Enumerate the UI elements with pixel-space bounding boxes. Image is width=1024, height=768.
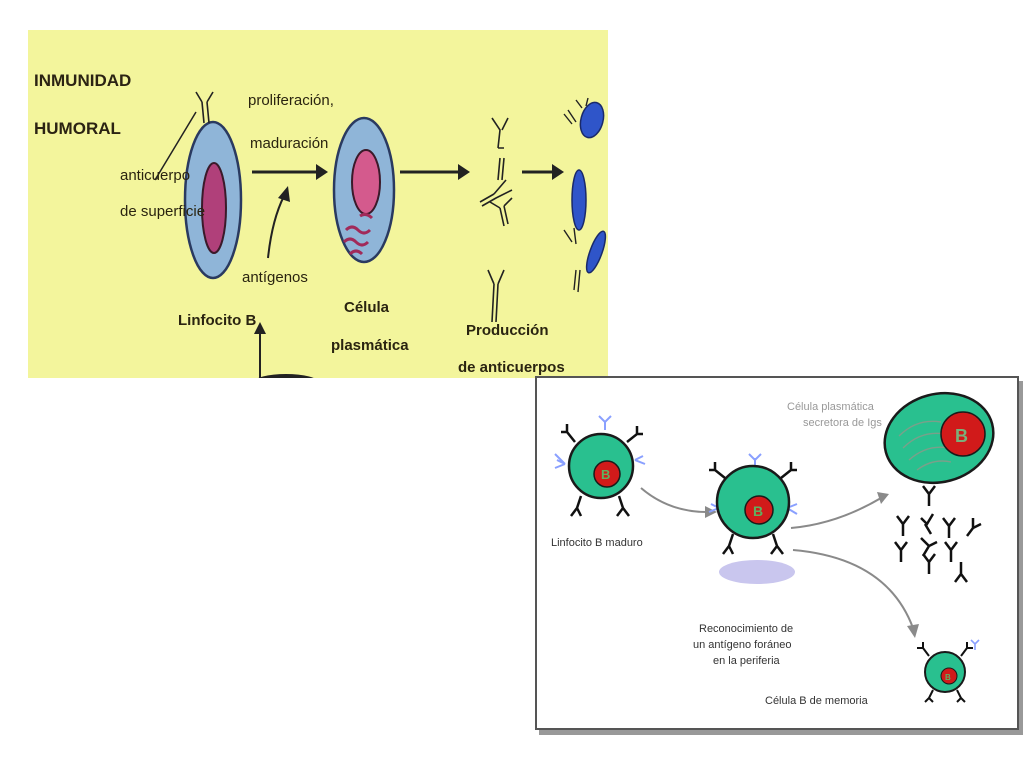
b-lymphocyte [154,91,243,280]
label-surface-antibody-2: de superficie [120,203,205,220]
mature-b-cell-nucleus [593,460,621,488]
label-plasma-secretor-1: Célula plasmática [787,401,875,413]
humoral-immunity-diagram: INMUNIDAD HUMORAL anticuerpo de superfic… [28,30,608,378]
title-line1: INMUNIDAD [34,71,131,90]
antibodies-icon [479,117,513,323]
bottom-up-arrow [254,322,266,378]
partial-cell-shadow [258,374,314,378]
label-proliferation-2: maduración [250,135,328,152]
b-cell-activation-svg: B Linfocito B maduro B [551,391,995,707]
antigen-receptor-icons [554,415,646,469]
secreted-antibodies-icon [894,485,982,583]
bacteria-icon [563,97,607,293]
label-production-2: de anticuerpos [458,359,565,376]
plasma-cell-nucleus [351,149,381,215]
activated-b-cell-nucleus [744,495,774,525]
plasma-cell [332,116,396,264]
b-cell-activation-diagram: B Linfocito B maduro B [535,376,1019,730]
proliferation-arrow [252,164,328,180]
label-antigens: antígenos [242,269,308,286]
title-line2: HUMORAL [34,119,121,138]
memory-b-cell: B [917,639,980,703]
memory-b-cell-nucleus [940,667,958,685]
b-lymphocyte-nucleus [201,162,227,254]
surface-antibody-pointer [154,111,197,181]
memory-arrow [792,549,919,638]
label-surface-antibody-1: anticuerpo [120,167,190,184]
humoral-immunity-svg: INMUNIDAD HUMORAL anticuerpo de superfic… [34,71,607,378]
antigen-arrow [267,186,290,259]
mature-b-antibody-icons [561,424,643,517]
label-proliferation-1: proliferación, [248,92,334,109]
label-recognition-2: un antígeno foráneo [693,639,791,651]
surface-antibody-icon [195,91,214,124]
activated-b-cell-letter: B [753,503,763,519]
label-b-cell: Linfocito B [178,312,256,329]
mature-b-cell: B [554,415,646,517]
label-recognition-1: Reconocimiento de [699,623,793,635]
activated-b-cell: B [708,453,798,584]
plasma-cell-secretor-nucleus [940,411,986,457]
activated-b-antibody-icons [709,462,797,555]
differentiation-arrow [790,492,889,529]
plasma-cell-letter: B [955,426,968,446]
label-plasma-1: Célula [344,299,390,316]
plasma-cell-secretor: B [883,391,995,485]
label-mature-b: Linfocito B maduro [551,537,643,549]
activation-arrow [640,487,717,518]
label-memory: Célula B de memoria [765,695,869,707]
endoplasmic-reticulum-icon [342,212,374,256]
label-production-1: Producción [466,322,549,339]
secretion-arrow [400,164,470,180]
memory-b-cell-letter: B [945,673,951,682]
neutralization-arrow [522,164,564,180]
label-plasma-secretor-2: secretora de Igs [803,417,882,429]
foreign-antigen-blob [719,560,795,584]
mature-b-cell-letter: B [601,467,610,482]
label-plasma-2: plasmática [331,337,409,354]
label-recognition-3: en la periferia [713,655,781,667]
